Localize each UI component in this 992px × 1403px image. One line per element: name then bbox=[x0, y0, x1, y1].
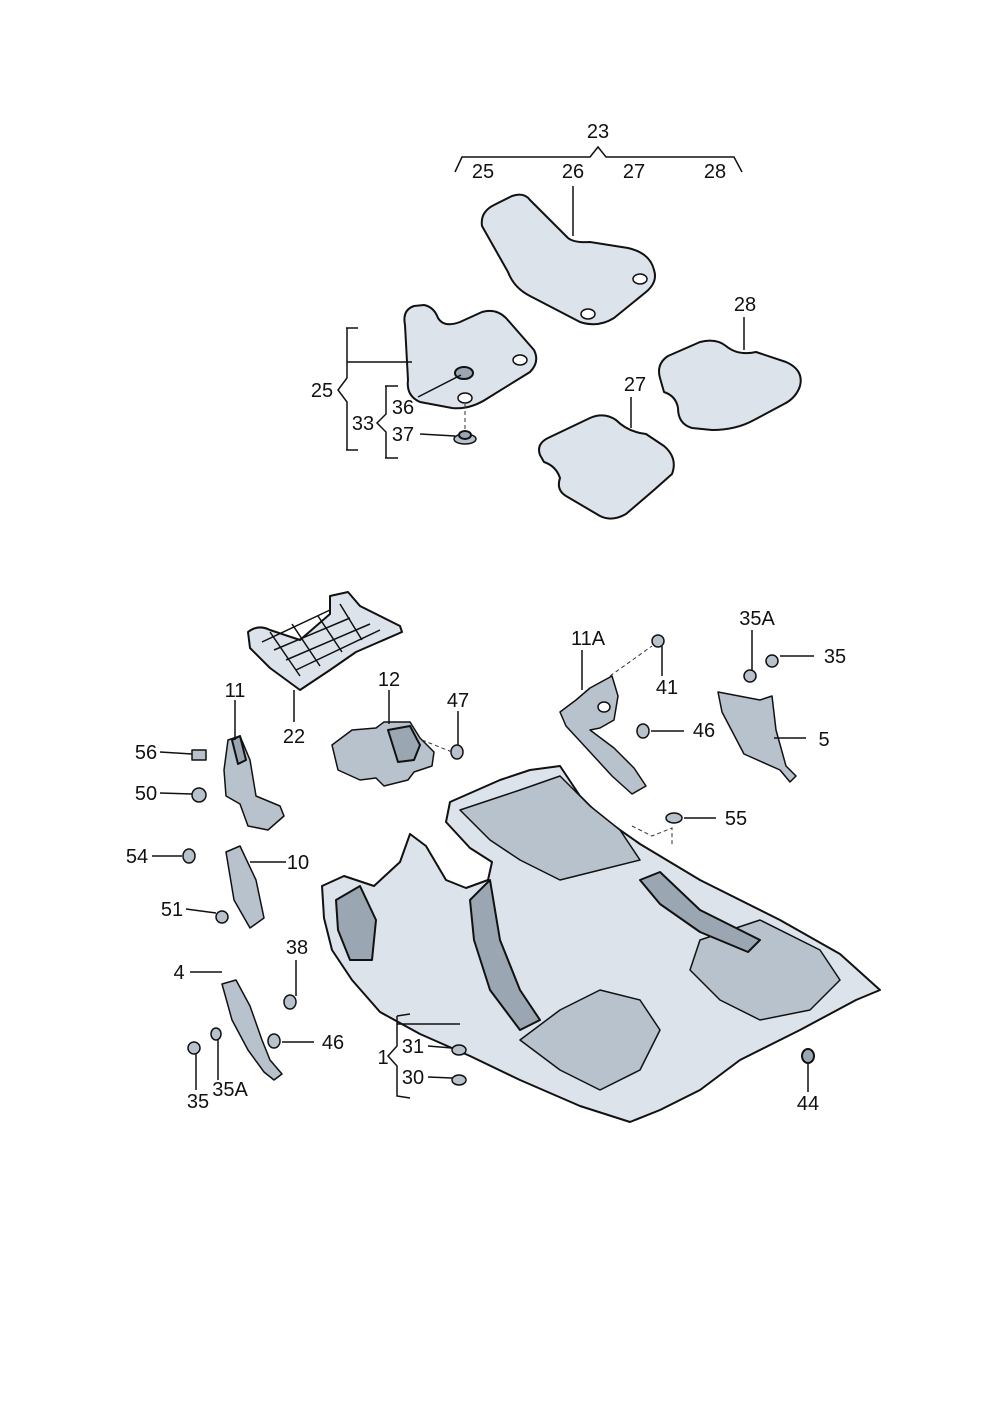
floor-mat-28 bbox=[658, 339, 802, 431]
callout-33: 33 bbox=[352, 413, 374, 435]
callout-35-left: 35 bbox=[187, 1091, 209, 1113]
callout-35A-right: 35A bbox=[739, 608, 775, 630]
fastener-30 bbox=[427, 1074, 467, 1086]
callout-27-set: 27 bbox=[623, 161, 645, 183]
callout-55: 55 bbox=[725, 808, 747, 830]
bracket-part-12 bbox=[331, 721, 435, 787]
callout-46-left: 46 bbox=[322, 1032, 344, 1054]
fastener-31 bbox=[427, 1044, 467, 1056]
callout-30: 30 bbox=[402, 1067, 424, 1089]
screw-38 bbox=[283, 994, 297, 1010]
plug-55 bbox=[631, 812, 716, 846]
callout-25-set: 25 bbox=[472, 161, 494, 183]
trim-part-10 bbox=[225, 845, 265, 929]
clip-47 bbox=[421, 739, 464, 760]
clip-50 bbox=[159, 787, 207, 803]
callout-25: 25 bbox=[311, 380, 333, 402]
callout-27: 27 bbox=[624, 374, 646, 396]
callout-11A: 11A bbox=[571, 628, 606, 650]
screw-35-right bbox=[765, 654, 814, 668]
screw-51 bbox=[185, 908, 229, 924]
leader-37 bbox=[419, 433, 456, 437]
callout-51: 51 bbox=[161, 899, 183, 921]
callout-4: 4 bbox=[173, 962, 184, 984]
bracket-part-11 bbox=[223, 735, 285, 831]
callout-36: 36 bbox=[392, 397, 414, 419]
callout-1: 1 bbox=[377, 1047, 388, 1069]
callout-54: 54 bbox=[126, 846, 148, 868]
callout-35-right: 35 bbox=[824, 646, 846, 668]
bracket-23 bbox=[454, 145, 743, 173]
bracket-25 bbox=[337, 327, 412, 451]
callout-22: 22 bbox=[283, 726, 305, 748]
floor-mat-25 bbox=[403, 304, 538, 410]
callout-35A-left: 35A bbox=[212, 1079, 248, 1101]
callout-56: 56 bbox=[135, 742, 157, 764]
callout-46-right: 46 bbox=[693, 720, 715, 742]
clip-35A-right bbox=[743, 630, 757, 683]
clip-54 bbox=[152, 848, 196, 864]
callout-41: 41 bbox=[656, 677, 678, 699]
screw-41 bbox=[609, 634, 665, 677]
callout-23: 23 bbox=[587, 121, 609, 143]
callout-38: 38 bbox=[286, 937, 308, 959]
screw-35-left bbox=[187, 1041, 201, 1090]
callout-12: 12 bbox=[378, 669, 400, 691]
callout-47: 47 bbox=[447, 690, 469, 712]
nut-44 bbox=[801, 1048, 815, 1092]
callout-5: 5 bbox=[818, 729, 829, 751]
callout-44: 44 bbox=[797, 1093, 819, 1115]
callout-37: 37 bbox=[392, 424, 414, 446]
trim-part-5 bbox=[717, 691, 797, 783]
leader-36 bbox=[417, 374, 462, 398]
insulation-panel-22 bbox=[247, 591, 403, 691]
clip-46-left bbox=[267, 1033, 314, 1049]
bracket-33 bbox=[375, 385, 398, 459]
floor-covering-1 bbox=[321, 765, 881, 1123]
callout-11: 11 bbox=[225, 680, 246, 702]
callout-10: 10 bbox=[287, 852, 309, 874]
floor-mat-26 bbox=[480, 193, 656, 326]
clip-56 bbox=[159, 749, 207, 761]
callout-26-set: 26 bbox=[562, 161, 584, 183]
clip-46-right bbox=[636, 723, 684, 739]
clip-35A-left bbox=[210, 1027, 222, 1080]
floor-mat-27 bbox=[538, 414, 675, 520]
bracket-part-11A bbox=[559, 675, 647, 795]
trim-part-4 bbox=[221, 979, 283, 1081]
mat-fastener-37 bbox=[453, 404, 477, 445]
bracket-1 bbox=[386, 1013, 460, 1099]
callout-50: 50 bbox=[135, 783, 157, 805]
callout-28-set: 28 bbox=[704, 161, 726, 183]
callout-31: 31 bbox=[402, 1036, 424, 1058]
callout-28: 28 bbox=[734, 294, 756, 316]
